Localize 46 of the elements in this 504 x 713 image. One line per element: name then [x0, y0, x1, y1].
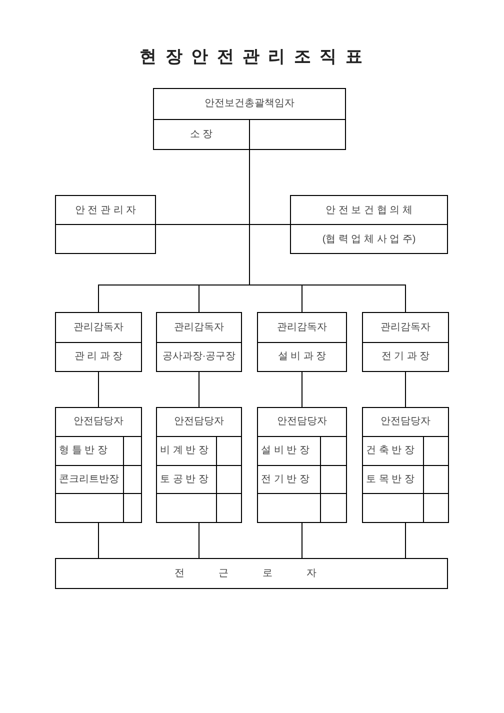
cell-text: 비 계 반 장: [160, 444, 208, 458]
org-box: [156, 312, 242, 372]
cell-text: 관리감독자: [174, 320, 224, 335]
org-box: [55, 558, 448, 589]
cell-text: 관 리 과 장: [74, 350, 123, 364]
cell-text: 소 장: [190, 128, 213, 142]
cell-text: 건 축 반 장: [366, 444, 414, 458]
cell-text: 콘크리트반장: [59, 472, 119, 487]
cell-text: 토 목 반 장: [366, 472, 414, 487]
table-box: [257, 407, 347, 523]
chart-title: 현 장 안 전 관 리 조 직 표: [138, 46, 366, 68]
connector-line: [98, 372, 99, 408]
table-box: [156, 407, 242, 523]
cell-text: 안전담당자: [174, 415, 224, 430]
table-box: [362, 407, 449, 523]
connector-line: [405, 372, 406, 408]
cell-text: 안전담당자: [277, 415, 327, 430]
cell-text: 안전담당자: [74, 415, 124, 430]
cell-text: (협 력 업 체 사 업 주): [322, 232, 416, 246]
org-box: [55, 195, 156, 254]
cell-text: 형 틀 반 장: [59, 444, 108, 458]
table-box: [153, 88, 346, 150]
cell-text: 전 근 로 자: [174, 567, 328, 581]
org-box: [290, 195, 448, 254]
cell-text: 안전담당자: [380, 415, 430, 430]
cell-text: 설 비 반 장: [261, 444, 310, 458]
cell-text: 설 비 과 장: [278, 350, 326, 364]
cell-text: 전 기 반 장: [261, 472, 310, 487]
connector-line: [198, 372, 200, 408]
table-box: [55, 407, 142, 523]
cell-text: 토 공 반 장: [160, 472, 208, 487]
cell-text: 전 기 과 장: [381, 350, 430, 364]
cell-text: 관리감독자: [74, 320, 124, 335]
cell-text: 안 전 관 리 자: [74, 204, 136, 218]
connector-line: [98, 522, 99, 558]
org-box: [362, 312, 449, 372]
cell-text: 안전보건총괄책임자: [204, 97, 294, 112]
connector-line: [405, 522, 406, 558]
org-box: [55, 312, 142, 372]
cell-text: 관리감독자: [380, 320, 430, 335]
cell-text: 안 전 보 건 협 의 체: [326, 204, 412, 218]
connector-line: [249, 150, 406, 312]
cell-text: 관리감독자: [277, 320, 327, 335]
cell-text: 공사과장·공구장: [162, 350, 236, 364]
connector-line: [198, 522, 200, 558]
org-box: [257, 312, 347, 372]
